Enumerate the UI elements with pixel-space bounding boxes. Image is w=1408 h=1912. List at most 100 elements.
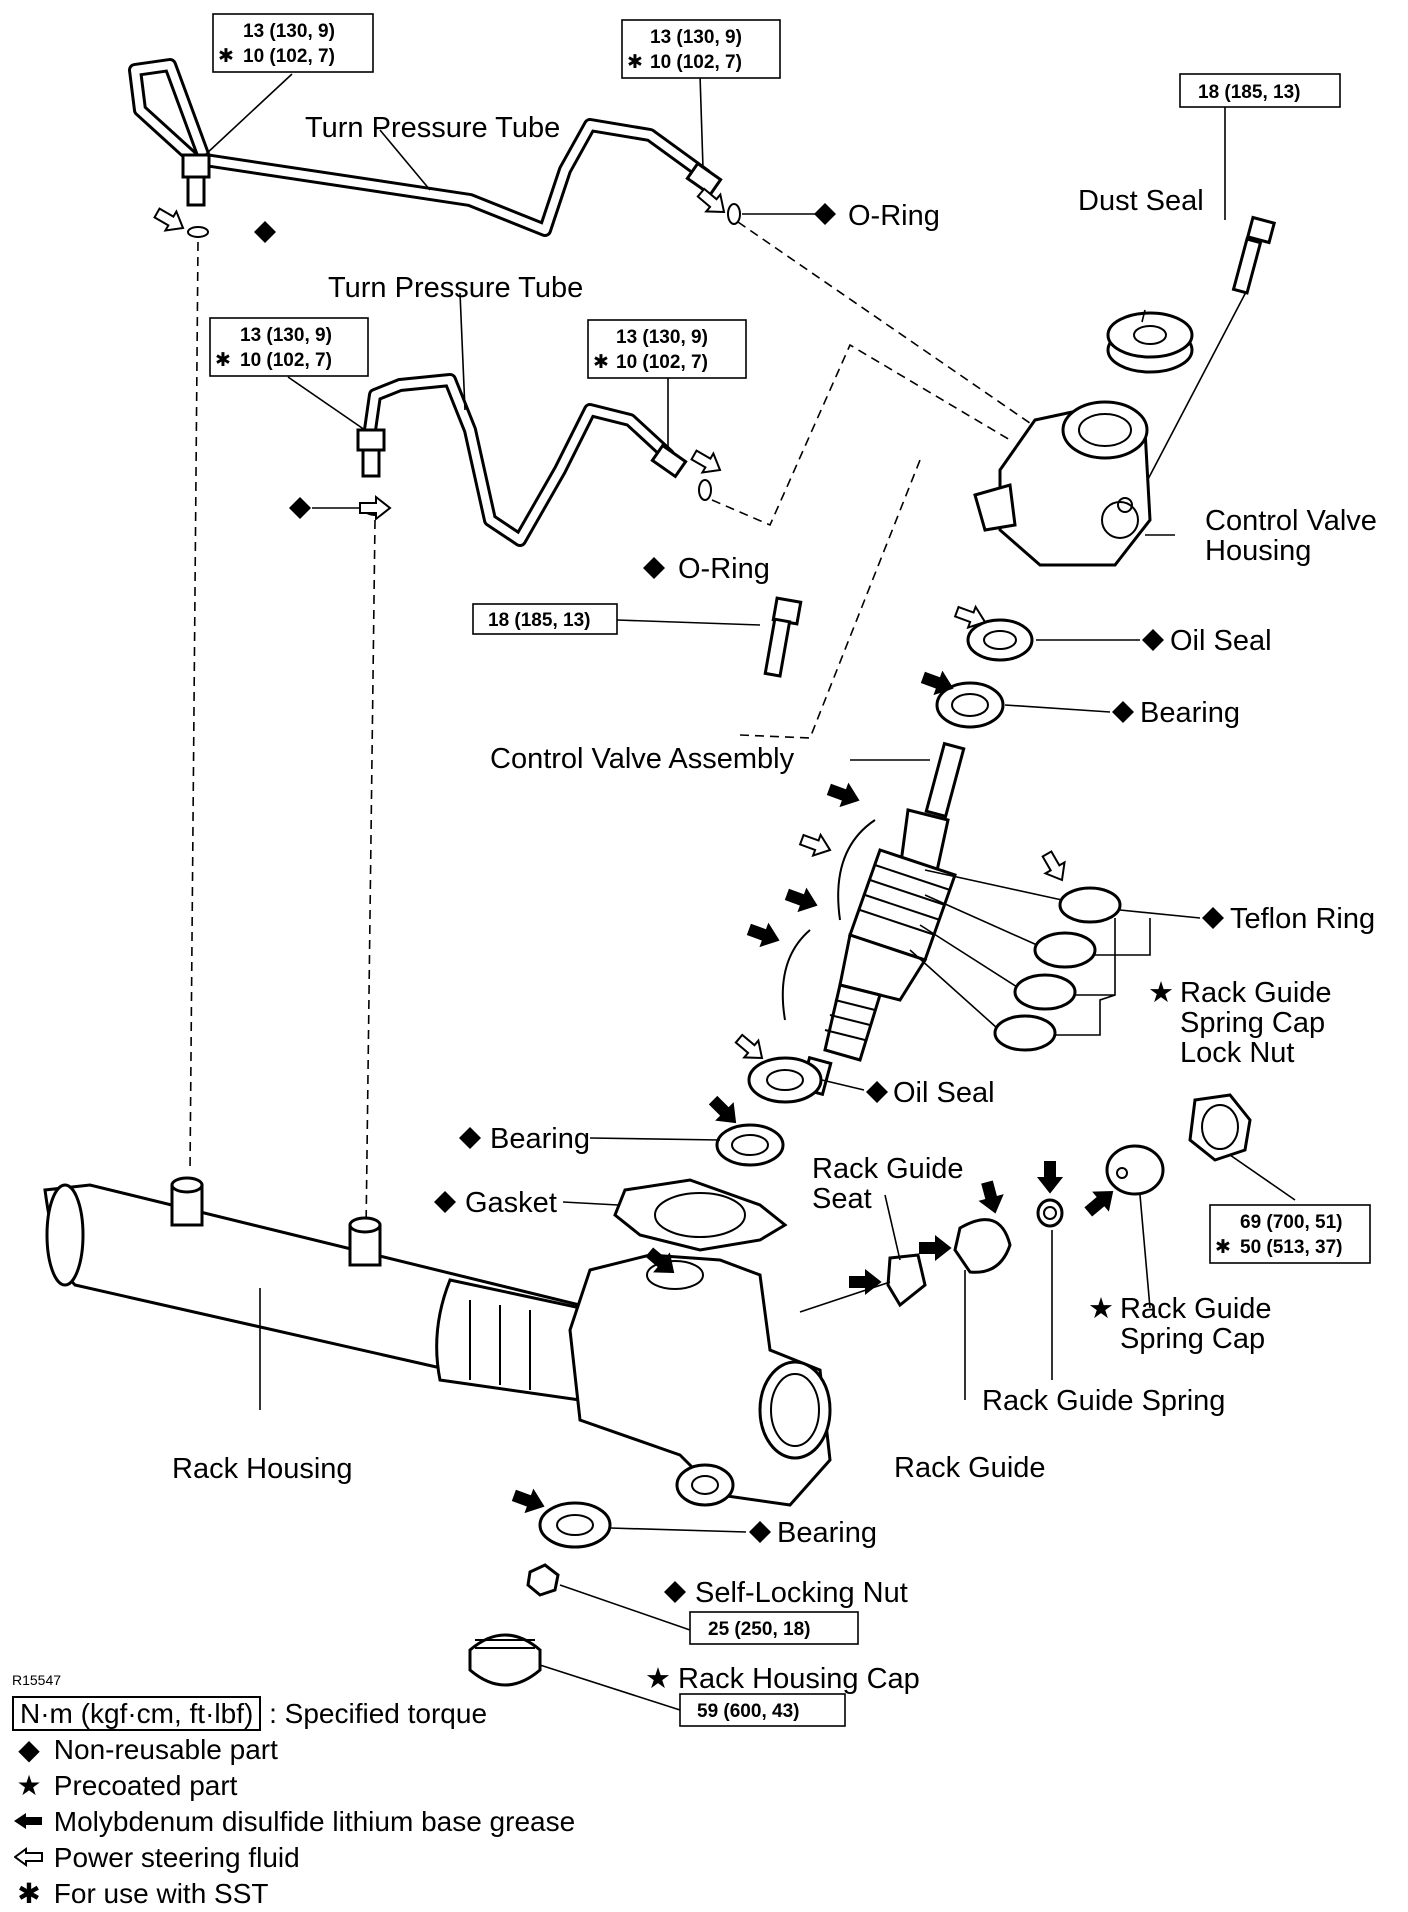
torque-box-4: 13 (130, 9) ✱ 10 (102, 7) [587, 319, 747, 379]
label-rack-guide-spring: Rack Guide Spring [982, 1385, 1225, 1417]
rack-guide-seat [886, 1253, 927, 1308]
star-rack-guide-spring-cap: ★ [1088, 1293, 1114, 1325]
star-rack-housing-cap: ★ [645, 1663, 671, 1695]
svg-text:10 (102, 7): 10 (102, 7) [240, 350, 332, 371]
open-arrow-icon [687, 444, 727, 481]
svg-text:✱: ✱ [218, 46, 234, 67]
diamond-icon [434, 1191, 456, 1213]
label-control-valve-housing-1: Control Valve [1205, 505, 1377, 537]
svg-text:13 (130, 9): 13 (130, 9) [240, 325, 332, 346]
torque-box-5: 18 (185, 13) [1179, 73, 1341, 108]
label-rack-guide-spring-cap-1: Rack Guide [1120, 1293, 1272, 1325]
svg-text:69 (700, 51): 69 (700, 51) [1240, 1212, 1342, 1233]
label-bearing-lower: Bearing [777, 1517, 877, 1549]
torque-box-1: 13 (130, 9) ✱ 10 (102, 7) [212, 13, 374, 73]
svg-text:13 (130, 9): 13 (130, 9) [650, 27, 742, 48]
label-bearing-upper: Bearing [1140, 697, 1240, 729]
filled-arrow-icon [510, 1484, 548, 1518]
label-control-valve-housing-2: Housing [1205, 535, 1311, 567]
control-valve-housing [973, 400, 1152, 567]
filled-arrow-icon [1038, 1161, 1062, 1193]
svg-text:13 (130, 9): 13 (130, 9) [616, 327, 708, 348]
label-self-locking-nut: Self-Locking Nut [695, 1577, 908, 1609]
open-arrow-icon [12, 1840, 46, 1876]
legend-sst: ✱ For use with SST [12, 1876, 712, 1912]
housing-bolt-upper [1231, 215, 1277, 295]
label-turn-pressure-tube-upper: Turn Pressure Tube [305, 112, 560, 144]
filled-arrow-icon [783, 883, 821, 917]
svg-text:10 (102, 7): 10 (102, 7) [650, 52, 742, 73]
legend-torque-unit: N·m (kgf·cm, ft·lbf) [12, 1696, 262, 1731]
torque-box-9: 59 (600, 43) [679, 1693, 846, 1727]
filled-arrow-icon [975, 1179, 1007, 1216]
svg-text:50 (513, 37): 50 (513, 37) [1240, 1237, 1342, 1258]
filled-arrow-icon [12, 1804, 46, 1840]
legend-grease: Molybdenum disulfide lithium base grease [12, 1804, 712, 1840]
label-gasket: Gasket [465, 1187, 557, 1219]
filled-arrow-icon [825, 778, 863, 812]
legend-fluid: Power steering fluid [12, 1840, 712, 1876]
svg-text:18 (185, 13): 18 (185, 13) [1198, 82, 1300, 103]
rack-guide-spring [1036, 1198, 1064, 1228]
label-dust-seal: Dust Seal [1078, 185, 1204, 217]
torque-box-7: 69 (700, 51) ✱ 50 (513, 37) [1209, 1204, 1371, 1264]
diamond-icon [1112, 701, 1134, 723]
svg-text:✱: ✱ [215, 350, 231, 371]
diamond-icon [866, 1081, 888, 1103]
label-oil-seal-lower: Oil Seal [893, 1077, 995, 1109]
rack-guide [953, 1218, 1012, 1274]
control-valve-assembly [799, 741, 966, 1097]
svg-text:✱: ✱ [1215, 1237, 1231, 1258]
diamond-icon [459, 1127, 481, 1149]
figure-code: R15547 [12, 1672, 62, 1688]
diamond-icon [814, 203, 836, 225]
label-control-valve-assembly: Control Valve Assembly [490, 743, 795, 775]
filled-arrow-icon [705, 1092, 744, 1131]
diamond-icon [749, 1521, 771, 1543]
dust-seal [1106, 311, 1194, 374]
open-arrow-icon [1036, 847, 1073, 887]
label-lock-nut-3: Lock Nut [1180, 1037, 1294, 1069]
svg-text:10 (102, 7): 10 (102, 7) [243, 46, 335, 67]
label-o-ring-upper: O-Ring [848, 200, 940, 232]
torque-box-3: 13 (130, 9) ✱ 10 (102, 7) [209, 317, 369, 377]
legend: R15547 N·m (kgf·cm, ft·lbf) : Specified … [12, 1672, 712, 1912]
housing-bolt-middle [763, 596, 803, 678]
filled-arrow-icon [745, 918, 783, 952]
open-arrow-icon [359, 496, 391, 520]
rack-guide-spring-cap [1105, 1144, 1165, 1196]
label-turn-pressure-tube-lower: Turn Pressure Tube [328, 272, 583, 304]
gasket [613, 1178, 788, 1252]
filled-arrow-icon [919, 1236, 951, 1260]
star-icon: ★ [16, 1770, 42, 1801]
filled-arrow-icon [1080, 1182, 1121, 1221]
svg-text:✱: ✱ [593, 352, 609, 373]
label-rack-housing: Rack Housing [172, 1453, 353, 1485]
bearing-middle [715, 1123, 785, 1167]
legend-torque-desc: : Specified torque [269, 1698, 488, 1729]
diamond-icon [664, 1581, 686, 1603]
svg-text:13 (130, 9): 13 (130, 9) [243, 21, 335, 42]
diamond-icon [1142, 629, 1164, 651]
label-rack-guide-spring-cap-2: Spring Cap [1120, 1323, 1265, 1355]
torque-box-8: 25 (250, 18) [689, 1611, 859, 1645]
label-rack-guide-seat-2: Seat [812, 1183, 872, 1215]
label-bearing-middle: Bearing [490, 1123, 590, 1155]
label-teflon-ring: Teflon Ring [1230, 903, 1375, 935]
open-arrow-icon [150, 202, 190, 239]
rack-guide-spring-cap-lock-nut [1188, 1093, 1252, 1162]
diamond-icon: ◆ [18, 1734, 40, 1765]
bearing-upper [935, 681, 1005, 729]
oil-seal-upper [966, 618, 1034, 662]
star-lock-nut: ★ [1148, 977, 1174, 1009]
label-rack-guide-seat-1: Rack Guide [812, 1153, 964, 1185]
diamond-icon [289, 497, 311, 519]
label-lock-nut-2: Spring Cap [1180, 1007, 1325, 1039]
svg-text:18 (185, 13): 18 (185, 13) [488, 610, 590, 631]
self-locking-nut [526, 1563, 560, 1597]
diamond-icon [1202, 907, 1224, 929]
open-arrow-icon [797, 828, 835, 862]
legend-precoated: ★ Precoated part [12, 1768, 712, 1804]
oil-seal-lower [747, 1056, 823, 1104]
